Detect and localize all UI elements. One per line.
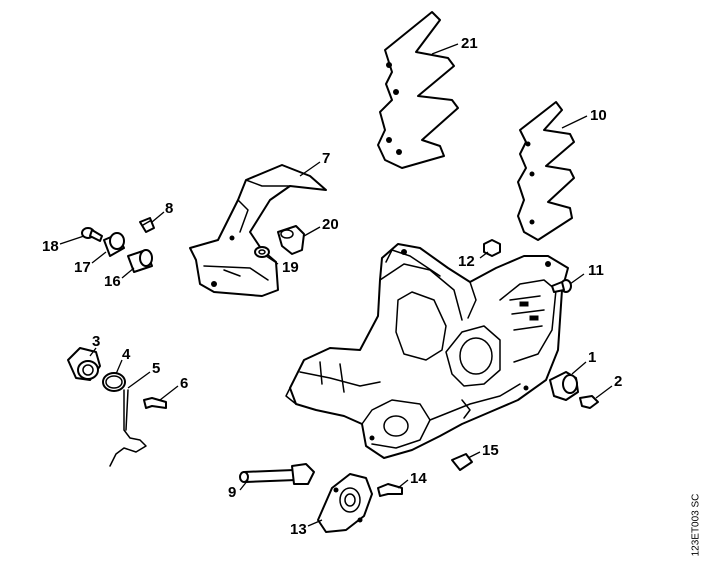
part-17-rubber-buffer: [103, 232, 125, 257]
crankcase-housing: [285, 243, 569, 459]
callout-17: 17: [74, 259, 91, 276]
callout-21: 21: [461, 35, 478, 52]
callout-6: 6: [180, 375, 188, 392]
callout-12: 12: [458, 253, 475, 270]
part-8-screw: [139, 217, 155, 233]
part-5-cord: [109, 389, 147, 467]
callout-9: 9: [228, 484, 236, 501]
part-14-screw: [377, 483, 403, 497]
part-6-screw: [143, 397, 167, 409]
callout-8: 8: [165, 200, 173, 217]
part-10-spiked-bumper: [517, 101, 575, 241]
part-4-o-ring: [102, 372, 126, 392]
callout-11: 11: [588, 262, 604, 279]
part-18-screw: [81, 227, 103, 242]
part-11-screw: [551, 279, 572, 293]
part-19-washer: [254, 246, 270, 258]
callout-18: 18: [42, 238, 59, 255]
part-16-rubber-buffer: [127, 249, 153, 273]
callout-20: 20: [322, 216, 339, 233]
callout-labels: 21 10 7 8 20 18 17 16 19 12 11 3 4 5 6 1…: [42, 35, 622, 538]
drawing-code-text: 123ET003 SC: [690, 493, 702, 557]
drawing-code: 123ET003 SC: [686, 480, 706, 570]
callout-5: 5: [152, 360, 160, 377]
part-2-screw: [579, 395, 599, 409]
callout-3: 3: [92, 333, 100, 350]
callout-7: 7: [322, 150, 330, 167]
part-7-guard-plate: [189, 164, 327, 297]
callout-1: 1: [588, 349, 596, 366]
part-21-spiked-bumper: [377, 11, 459, 169]
part-3-cap: [67, 347, 101, 381]
callout-14: 14: [410, 470, 427, 487]
callout-15: 15: [482, 442, 499, 459]
callout-4: 4: [122, 346, 131, 363]
callout-13: 13: [290, 521, 307, 538]
leader-lines: [59, 43, 613, 527]
part-15-screw: [451, 453, 473, 471]
callout-19: 19: [282, 259, 299, 276]
callout-16: 16: [104, 273, 121, 290]
part-1-bushing: [549, 371, 579, 401]
part-13-flange: [317, 473, 373, 533]
part-9-bolt: [239, 463, 315, 485]
callout-2: 2: [614, 373, 622, 390]
callout-10: 10: [590, 107, 607, 124]
part-20-stop-block: [277, 225, 305, 255]
